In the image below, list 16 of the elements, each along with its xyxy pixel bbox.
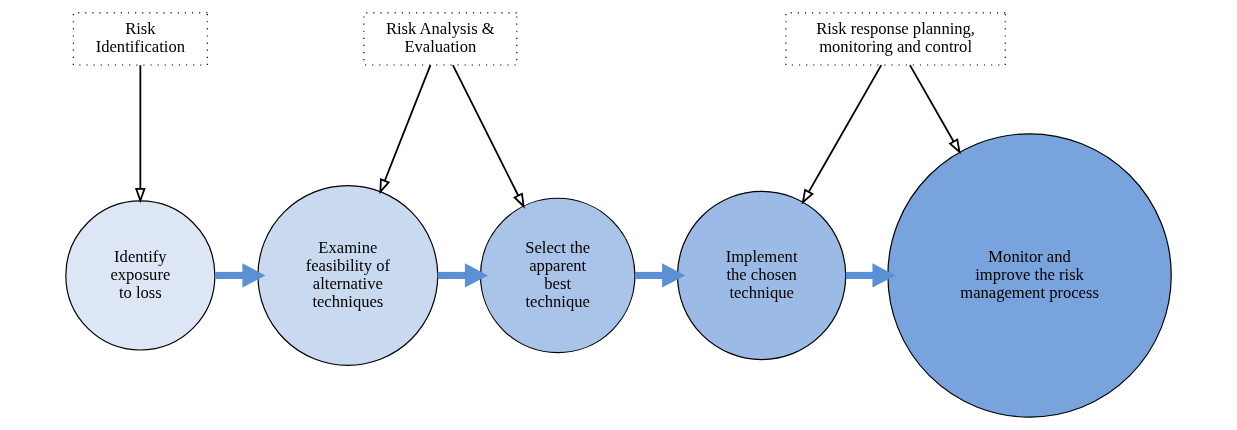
node-box: Risk Identification	[72, 12, 208, 66]
node-box: Risk response planning, monitoring and control	[785, 12, 1006, 66]
node-circle: Select the apparent best technique	[479, 197, 636, 354]
arrow	[801, 64, 883, 205]
arrow	[634, 263, 686, 288]
arrow	[437, 263, 488, 288]
node-circle: Monitor and improve the risk management process	[887, 133, 1172, 418]
arrow	[452, 64, 525, 209]
arrow	[909, 64, 961, 155]
arrow	[379, 64, 432, 195]
node-circle: Examine feasibility of alternative techniques	[257, 184, 439, 366]
arrow	[845, 263, 896, 288]
arrow	[134, 64, 146, 204]
arrow	[215, 263, 266, 288]
node-box: Risk Analysis & Evaluation	[363, 12, 518, 66]
node-circle: Identify exposure to loss	[65, 200, 216, 351]
